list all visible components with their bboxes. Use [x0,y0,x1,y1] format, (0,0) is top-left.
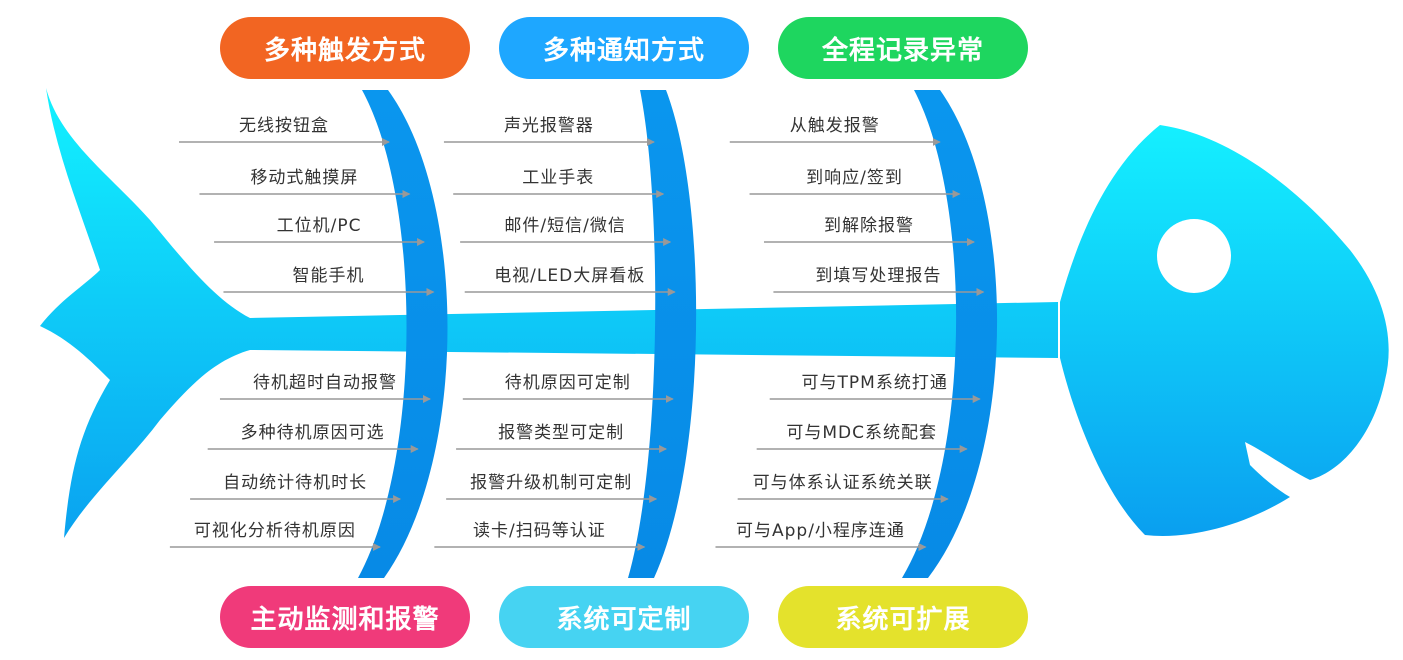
fish-head [1060,125,1389,536]
item-extend-4: 可与App/小程序连通 [735,521,905,541]
category-title-extend: 系统可扩展 [778,586,1028,648]
item-record-1: 从触发报警 [789,116,880,136]
item-custom-3: 报警升级机制可定制 [470,473,633,493]
category-title-custom: 系统可定制 [499,586,749,648]
item-extend-3: 可与体系认证系统关联 [752,473,933,493]
category-title-monitor: 主动监测和报警 [220,586,470,648]
item-trigger-4: 智能手机 [292,266,365,286]
item-monitor-3: 自动统计待机时长 [223,473,368,493]
item-custom-4: 读卡/扫码等认证 [472,521,606,541]
item-trigger-1: 无线按钮盒 [238,116,329,136]
category-title-record: 全程记录异常 [778,17,1028,79]
item-notify-1: 声光报警器 [503,116,594,136]
item-monitor-1: 待机超时自动报警 [252,373,397,393]
item-monitor-2: 多种待机原因可选 [240,423,385,443]
item-custom-1: 待机原因可定制 [504,373,631,393]
item-record-4: 到填写处理报告 [815,266,942,286]
item-notify-2: 工业手表 [522,168,595,188]
item-record-2: 到响应/签到 [806,168,903,188]
bone-1 [358,90,448,578]
fish-tail [40,88,1058,538]
item-extend-1: 可与TPM系统打通 [801,373,948,393]
bone-3 [902,90,998,578]
fish-eye [1157,219,1231,293]
item-notify-4: 电视/LED大屏看板 [494,266,646,286]
item-monitor-4: 可视化分析待机原因 [193,521,356,541]
item-custom-2: 报警类型可定制 [498,423,625,443]
item-notify-3: 邮件/短信/微信 [504,216,626,236]
item-trigger-3: 工位机/PC [276,216,362,236]
item-extend-2: 可与MDC系统配套 [786,423,937,443]
bone-2 [628,90,697,578]
item-trigger-2: 移动式触摸屏 [250,168,359,188]
category-title-trigger: 多种触发方式 [220,17,470,79]
item-record-3: 到解除报警 [823,216,914,236]
category-title-notify: 多种通知方式 [499,17,749,79]
